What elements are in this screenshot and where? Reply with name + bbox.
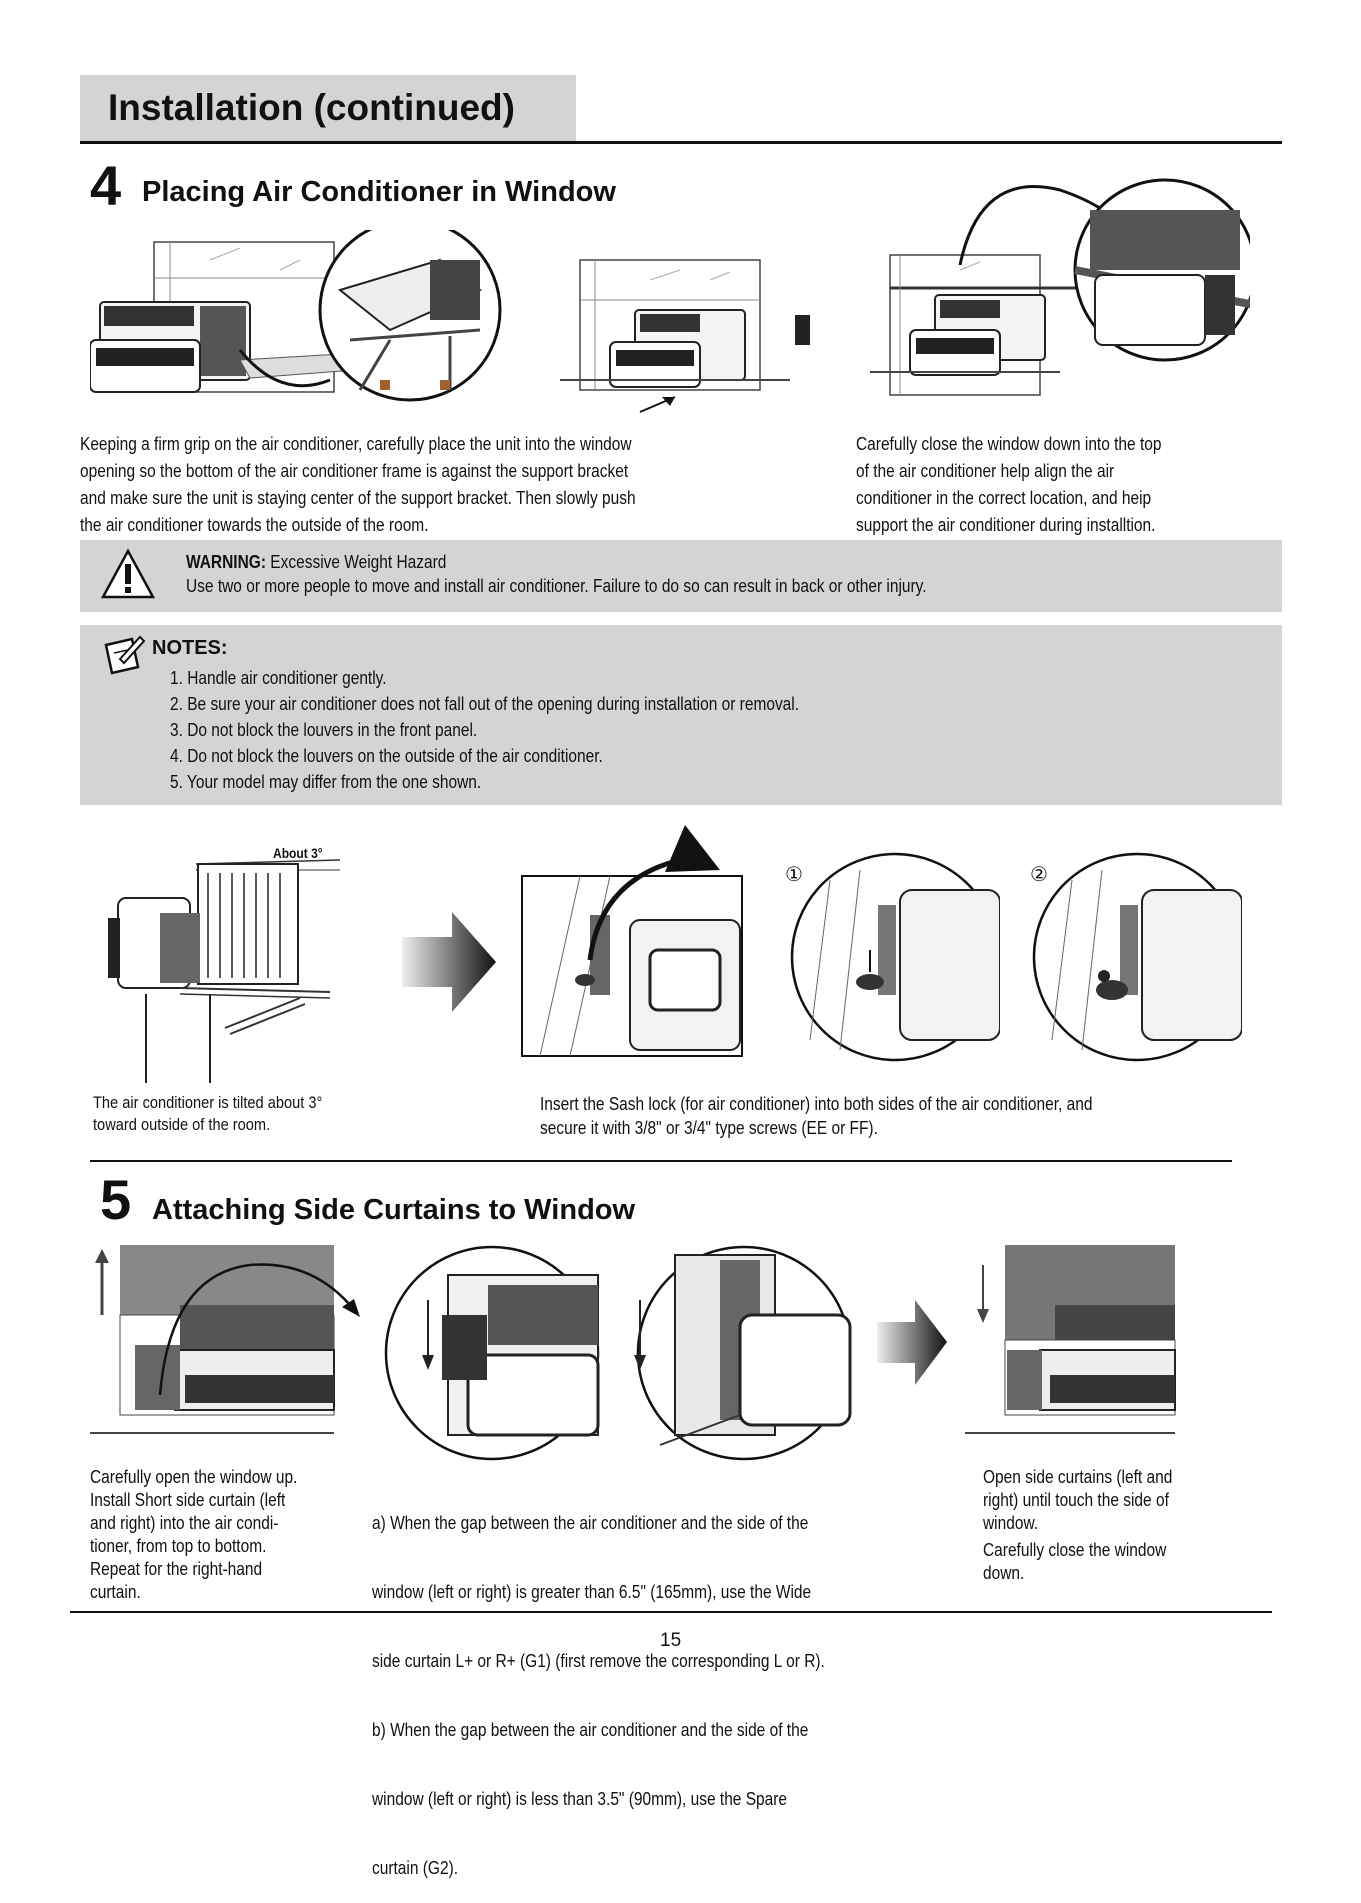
caption-line: Insert the Sash lock (for air conditione… bbox=[540, 1094, 1093, 1114]
caption-line: tioner, from top to bottom. bbox=[90, 1536, 267, 1556]
illustration-side-curtain-right bbox=[634, 1245, 852, 1461]
caption-line: a) When the gap between the air conditio… bbox=[372, 1513, 809, 1533]
sash-caption: Insert the Sash lock (for air conditione… bbox=[540, 1092, 1262, 1140]
arrow-right-icon bbox=[402, 912, 496, 1012]
section-header: Installation (continued) bbox=[80, 75, 576, 141]
caption-line: Keeping a firm grip on the air condition… bbox=[80, 434, 632, 454]
illustration-side-curtain-left bbox=[384, 1245, 600, 1461]
illustration-close-window bbox=[870, 178, 1250, 396]
step-4-number: 4 bbox=[90, 154, 122, 217]
step-5-number: 5 bbox=[100, 1168, 132, 1231]
section-title: Installation (continued) bbox=[108, 87, 515, 128]
caption-line: b) When the gap between the air conditio… bbox=[372, 1720, 809, 1740]
illustration-sash-insert bbox=[521, 825, 743, 1057]
illustration-sash-detail-2 bbox=[1032, 852, 1242, 1062]
note-pad-icon bbox=[104, 635, 146, 675]
caption-line: opening so the bottom of the air conditi… bbox=[80, 461, 629, 481]
illustration-open-window bbox=[90, 1245, 360, 1434]
footer-rule bbox=[70, 1611, 1272, 1613]
tilt-caption: The air conditioner is tilted about 3° t… bbox=[93, 1092, 403, 1136]
warning-title: Excessive Weight Hazard bbox=[270, 552, 447, 572]
section-rule bbox=[90, 1160, 1232, 1162]
step-5-caption-right: Open side curtains (left and right) unti… bbox=[983, 1466, 1241, 1585]
step-4-caption-left: Keeping a firm grip on the air condition… bbox=[80, 431, 759, 539]
caption-line: and make sure the unit is staying center… bbox=[80, 488, 636, 508]
list-item: 5. Your model may differ from the one sh… bbox=[170, 772, 482, 792]
tilt-angle-label: About 3° bbox=[273, 845, 323, 861]
caption-line: of the air conditioner help align the ai… bbox=[856, 461, 1115, 481]
illustration-tilt bbox=[108, 859, 341, 1083]
step-5-title: Attaching Side Curtains to Window bbox=[152, 1194, 636, 1226]
caption-line: window (left or right) is less than 3.5"… bbox=[372, 1789, 788, 1809]
warning-heading: WARNING: Excessive Weight Hazard bbox=[186, 552, 446, 573]
caption-line: window (left or right) is greater than 6… bbox=[372, 1582, 812, 1602]
step-4-title: Placing Air Conditioner in Window bbox=[142, 176, 616, 208]
step-marker-1: ① bbox=[785, 864, 803, 886]
warning-label: WARNING: bbox=[186, 552, 266, 572]
arrow-right-icon-2 bbox=[877, 1300, 947, 1385]
page-number: 15 bbox=[660, 1630, 682, 1651]
notes-panel: NOTES: 1. Handle air conditioner gently.… bbox=[80, 625, 1282, 805]
list-item: 4. Do not block the louvers on the outsi… bbox=[170, 746, 603, 766]
caption-line: Repeat for the right-hand bbox=[90, 1559, 263, 1579]
caption-line: curtain (G2). bbox=[372, 1858, 459, 1878]
step-5-caption-left: Carefully open the window up. Install Sh… bbox=[90, 1466, 348, 1604]
step-4-caption-right: Carefully close the window down into the… bbox=[856, 431, 1252, 539]
list-item: 2. Be sure your air conditioner does not… bbox=[170, 694, 800, 714]
header-rule bbox=[80, 141, 1282, 144]
caption-line: Carefully close the window down into the… bbox=[856, 434, 1162, 454]
caption-line: Open side curtains (left and bbox=[983, 1467, 1173, 1487]
caption-line: side curtain L+ or R+ (G1) (first remove… bbox=[372, 1651, 825, 1671]
caption-line: right) until touch the side of bbox=[983, 1490, 1169, 1510]
caption-line: support the air conditioner during insta… bbox=[856, 515, 1156, 535]
step-5-caption-mid: a) When the gap between the air conditio… bbox=[372, 1466, 905, 1903]
step-marker-2: ② bbox=[1030, 864, 1048, 886]
caption-line: and right) into the air condi- bbox=[90, 1513, 279, 1533]
caption-line: window. bbox=[983, 1513, 1039, 1533]
caption-line: conditioner in the correct location, and… bbox=[856, 488, 1152, 508]
notes-list: 1. Handle air conditioner gently. 2. Be … bbox=[170, 665, 1116, 795]
caption-line: down. bbox=[983, 1563, 1025, 1583]
illustration-close-window-2 bbox=[965, 1245, 1176, 1434]
illustration-sash-detail-1 bbox=[790, 852, 1000, 1062]
caption-line: Carefully open the window up. bbox=[90, 1467, 298, 1487]
list-item: 1. Handle air conditioner gently. bbox=[170, 668, 387, 688]
warning-panel: WARNING: Excessive Weight Hazard Use two… bbox=[80, 540, 1282, 612]
caption-line: toward outside of the room. bbox=[93, 1115, 271, 1134]
warning-text: Use two or more people to move and insta… bbox=[186, 576, 927, 596]
caption-line: Carefully close the window bbox=[983, 1540, 1167, 1560]
caption-line: the air conditioner towards the outside … bbox=[80, 515, 429, 535]
caption-line: secure it with 3/8" or 3/4" type screws … bbox=[540, 1118, 878, 1138]
notes-label: NOTES: bbox=[152, 637, 228, 659]
caption-line: Install Short side curtain (left bbox=[90, 1490, 286, 1510]
illustration-place-unit bbox=[90, 230, 810, 413]
warning-triangle-icon bbox=[100, 548, 156, 599]
caption-line: The air conditioner is tilted about 3° bbox=[93, 1093, 323, 1112]
list-item: 3. Do not block the louvers in the front… bbox=[170, 720, 478, 740]
caption-line: curtain. bbox=[90, 1582, 141, 1602]
